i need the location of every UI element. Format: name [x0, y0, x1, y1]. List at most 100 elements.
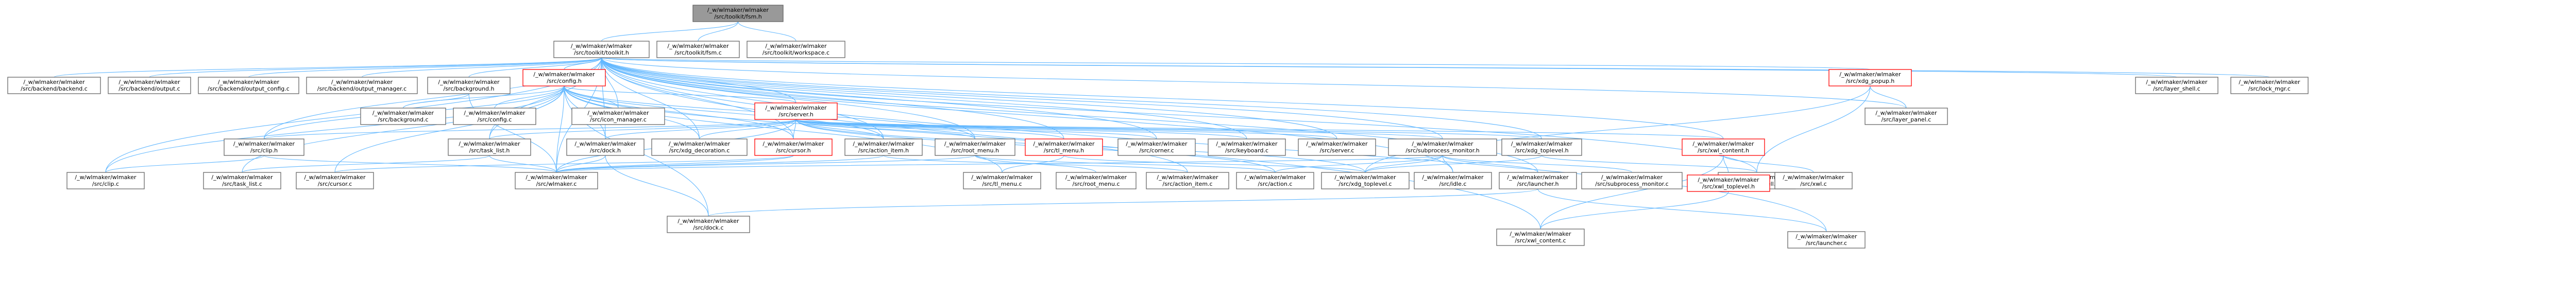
node-box [66, 172, 145, 189]
dependency-edge [601, 57, 1724, 139]
dependency-edge [1540, 155, 1724, 230]
file-node[interactable]: /_w/wlmaker/wlmaker/src/background.h [427, 77, 511, 94]
file-node[interactable]: /_w/wlmaker/wlmaker/src/xwl.c [1774, 172, 1853, 189]
node-box [935, 138, 1015, 156]
dependency-edge [699, 119, 796, 139]
file-node[interactable]: /_w/wlmaker/wlmaker/src/task_list.c [203, 172, 281, 189]
node-box [1388, 138, 1497, 156]
edge-line [737, 21, 796, 42]
file-node[interactable]: /_w/wlmaker/wlmaker/src/dock.h [566, 138, 645, 156]
edge-line [248, 57, 602, 78]
dependency-edge [708, 188, 1538, 217]
file-node[interactable]: /_w/wlmaker/wlmaker/src/wlmaker.c [515, 172, 598, 189]
file-node[interactable]: /_w/wlmaker/wlmaker/src/tl_menu.h [1025, 138, 1103, 156]
file-node[interactable]: /_w/wlmaker/wlmaker/src/xdg_popup.h [1828, 69, 1912, 86]
file-node[interactable]: /_w/wlmaker/wlmaker/src/tl_menu.c [963, 172, 1041, 189]
file-node[interactable]: /_w/wlmaker/wlmaker/src/launcher.c [1787, 231, 1866, 249]
file-node[interactable]: /_w/wlmaker/wlmaker/src/toolkit/fsm.c [656, 41, 740, 58]
file-node[interactable]: /_w/wlmaker/wlmaker/src/backend/output.c [108, 77, 191, 94]
dependency-edge [494, 85, 565, 109]
file-node[interactable]: /_w/wlmaker/wlmaker/src/layer_panel.c [1865, 108, 1948, 125]
file-node[interactable]: /_w/wlmaker/wlmaker/src/layer_shell.c [2135, 77, 2218, 94]
file-node[interactable]: /_w/wlmaker/wlmaker/src/xdg_toplevel.h [1501, 138, 1582, 156]
edge-line [361, 57, 602, 78]
edge-line [795, 119, 976, 139]
edge-line [1540, 191, 1729, 230]
file-node[interactable]: /_w/wlmaker/wlmaker/src/toolkit/workspac… [747, 41, 845, 58]
file-node[interactable]: /_w/wlmaker/wlmaker/src/subprocess_monit… [1388, 138, 1497, 156]
node-box [1581, 172, 1683, 189]
file-node[interactable]: /_w/wlmaker/wlmaker/src/action_item.h [844, 138, 923, 156]
file-node[interactable]: /_w/wlmaker/wlmaker/src/server.c [1298, 138, 1376, 156]
file-node[interactable]: /_w/wlmaker/wlmaker/src/action.c [1236, 172, 1314, 189]
node-box [963, 172, 1041, 189]
node-box [656, 41, 740, 58]
node-label-line1: /_w/wlmaker/wlmaker [1412, 141, 1473, 147]
node-label-line1: /_w/wlmaker/wlmaker [526, 174, 587, 181]
file-node[interactable]: /_w/wlmaker/wlmaker/src/xwl_content.c [1496, 229, 1585, 246]
dependency-edge [605, 119, 796, 139]
file-node[interactable]: /_w/wlmaker/wlmaker/src/xwl_toplevel.h [1687, 174, 1770, 192]
file-node[interactable]: /_w/wlmaker/wlmaker/src/corner.c [1117, 138, 1196, 156]
dependency-edge [1365, 155, 1543, 173]
dependency-edge [1723, 155, 1814, 173]
node-box [747, 41, 845, 58]
node-box [448, 138, 531, 156]
dependency-edge [402, 85, 565, 109]
node-label-line1: /_w/wlmaker/wlmaker [571, 43, 633, 49]
edge-line [468, 57, 602, 78]
dependency-edge [334, 85, 565, 173]
node-label-line1: /_w/wlmaker/wlmaker [765, 43, 827, 49]
edge-line [601, 57, 976, 139]
node-label-line1: /_w/wlmaker/wlmaker [765, 104, 827, 111]
file-node[interactable]: /_w/wlmaker/wlmaker/src/config.c [453, 108, 536, 125]
file-node[interactable]: /_w/wlmaker/wlmaker/src/backend/output_m… [306, 77, 418, 94]
file-node[interactable]: /_w/wlmaker/wlmaker/src/idle.c [1414, 172, 1492, 189]
edge-layer [54, 21, 2270, 232]
file-node[interactable]: /_w/wlmaker/wlmaker/src/backend/output_c… [198, 77, 299, 94]
node-label-line2: /src/launcher.c [1806, 240, 1847, 247]
file-node[interactable]: /_w/wlmaker/wlmaker/src/clip.h [224, 138, 304, 156]
dependency-edge [601, 57, 1247, 139]
node-label-line2: /src/tl_menu.h [1044, 147, 1084, 154]
file-node[interactable]: /_w/wlmaker/wlmaker/src/icon_manager.c [571, 108, 665, 125]
file-node[interactable]: /_w/wlmaker/wlmaker/src/cursor.h [754, 138, 833, 156]
file-node[interactable]: /_w/wlmaker/wlmaker/src/toolkit/toolkit.… [553, 41, 650, 58]
node-box [1298, 138, 1376, 156]
file-node[interactable]: /_w/wlmaker/wlmaker/src/dock.c [667, 216, 750, 233]
dependency-edge [556, 85, 565, 173]
edge-line [601, 57, 1543, 139]
file-node[interactable]: /_w/wlmaker/wlmaker/src/config.h [522, 69, 606, 86]
file-node[interactable]: /_w/wlmaker/wlmaker/src/background.c [360, 108, 446, 125]
edge-line [601, 57, 1907, 109]
file-node[interactable]: /_w/wlmaker/wlmaker/src/backend/backend.… [7, 77, 101, 94]
node-label-line1: /_w/wlmaker/wlmaker [1244, 174, 1306, 181]
file-node[interactable]: /_w/wlmaker/wlmaker/src/xdg_toplevel.c [1321, 172, 1410, 189]
file-node[interactable]: /_w/wlmaker/wlmaker/src/subprocess_monit… [1581, 172, 1683, 189]
node-label-line1: /_w/wlmaker/wlmaker [1065, 174, 1127, 181]
node-label-line2: /src/xwl_content.h [1698, 147, 1749, 154]
file-node[interactable]: /_w/wlmaker/wlmaker/src/keyboard.c [1208, 138, 1286, 156]
node-box [2135, 77, 2218, 94]
node-label-line1: /_w/wlmaker/wlmaker [1157, 174, 1218, 181]
node-box [651, 138, 748, 156]
edge-line [556, 155, 606, 173]
file-node[interactable]: /_w/wlmaker/wlmaker/src/clip.c [66, 172, 145, 189]
dependency-edge [489, 119, 796, 139]
file-node[interactable]: /_w/wlmaker/wlmaker/src/root_menu.c [1056, 172, 1137, 189]
file-node[interactable]: /_w/wlmaker/wlmaker/src/server.h [754, 102, 838, 120]
node-label-line1: /_w/wlmaker/wlmaker [1306, 141, 1368, 147]
file-node[interactable]: /_w/wlmaker/wlmaker/src/cursor.c [296, 172, 374, 189]
file-node[interactable]: /_w/wlmaker/wlmaker/src/root_menu.h [935, 138, 1015, 156]
file-node[interactable]: /_w/wlmaker/wlmaker/src/xwl_content.h [1682, 138, 1765, 156]
file-node[interactable]: /_w/wlmaker/wlmaker/src/action_item.c [1146, 172, 1229, 189]
edge-line [1540, 155, 1724, 230]
node-label-line1: /_w/wlmaker/wlmaker [1601, 174, 1663, 181]
file-node[interactable]: /_w/wlmaker/wlmaker/src/launcher.h [1499, 172, 1577, 189]
file-node[interactable]: /_w/wlmaker/wlmaker/src/xdg_decoration.c [651, 138, 748, 156]
node-label-line2: /src/toolkit/workspace.c [762, 49, 829, 56]
node-box [360, 108, 446, 125]
file-node[interactable]: /_w/wlmaker/wlmaker/src/task_list.h [448, 138, 531, 156]
file-node[interactable]: /_w/wlmaker/wlmaker/src/lock_mgr.c [2230, 77, 2309, 94]
node-label-line1: /_w/wlmaker/wlmaker [233, 141, 295, 147]
